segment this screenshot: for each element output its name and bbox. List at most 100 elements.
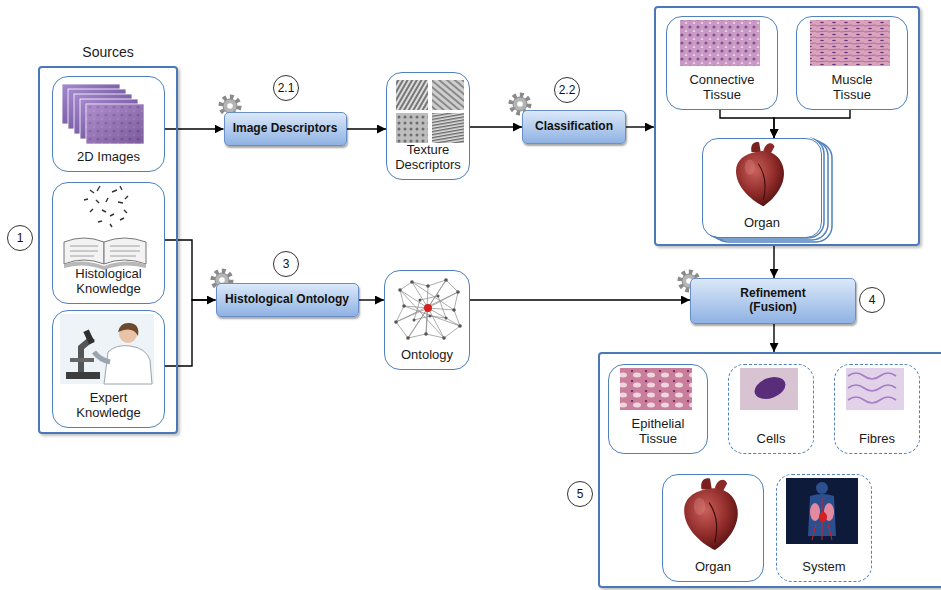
texture-patches: [396, 80, 428, 110]
tissue-micrograph: [846, 368, 904, 410]
scientist-picture: [66, 372, 100, 379]
group-frame: Sources2D ImagesHistological KnowledgeEx…: [38, 66, 178, 434]
image-card: Muscle Tissue: [796, 16, 908, 110]
scientist-picture: [83, 329, 94, 344]
tissue-micrograph: [740, 368, 798, 410]
ontology-graph: [398, 288, 402, 292]
ontology-graph: [394, 278, 462, 340]
node-label: Fibres: [841, 432, 913, 447]
ontology-graph: [402, 304, 406, 308]
callout-number: 1: [7, 225, 33, 251]
ontology-graph: [445, 317, 448, 320]
ontology-graph: [396, 280, 460, 338]
slide-stack: [86, 104, 144, 144]
image-card: Texture Descriptors: [386, 72, 470, 180]
ontology-graph: [458, 324, 462, 328]
image-card: Histological Knowledge: [52, 182, 165, 304]
ontology-graph: [429, 315, 432, 318]
flow-arrow: [470, 126, 522, 127]
node-label: Organ: [669, 560, 757, 575]
heart-picture: [736, 142, 784, 206]
heart-picture: [684, 142, 784, 550]
flow-arrow: [773, 324, 774, 352]
node-label: Histological Knowledge: [59, 267, 158, 297]
callout-number: 4: [859, 287, 885, 313]
image-card: Fibres: [834, 364, 920, 454]
node-label: Refinement (Fusion): [727, 287, 819, 315]
tissue-micrograph: [680, 20, 760, 66]
group-frame: Epithelial TissueCellsFibresOrganSystem: [598, 352, 941, 588]
ontology-graph: [396, 280, 460, 338]
node-label: Expert Knowledge: [59, 391, 158, 421]
ontology-graph: [410, 280, 414, 284]
ontology-graph: [419, 299, 422, 302]
slide-stack: [62, 84, 144, 144]
process-box: Classification: [522, 110, 626, 144]
organ-stack: [700, 136, 820, 236]
tissue-micrograph: [848, 373, 896, 403]
scientist-picture: [60, 314, 154, 384]
flow-arrow: [165, 300, 216, 366]
flow-arrow: [774, 110, 850, 138]
node-label: Histological Ontology: [225, 293, 349, 307]
process-box: Image Descriptors: [224, 112, 347, 146]
callout-number: 2.1: [273, 75, 299, 101]
ontology-graph: [394, 278, 462, 340]
tissue-micrograph: [810, 20, 890, 66]
book-picture: [64, 186, 146, 270]
node-label: Muscle Tissue: [817, 73, 887, 103]
tissue-micrograph: [752, 373, 789, 403]
node-label: Connective Tissue: [687, 73, 757, 103]
slide-stack: [86, 104, 144, 144]
system-picture: [812, 498, 832, 540]
image-card: Organ: [662, 474, 764, 582]
system-picture: [786, 478, 858, 544]
callout-number: 2.2: [554, 77, 580, 103]
gear-icon: [213, 95, 698, 290]
node-label: Cells: [735, 432, 807, 447]
callout-number: 5: [567, 481, 593, 507]
group-frame: Connective Tissue Muscle TissueOrgan: [654, 6, 920, 246]
system-picture: [810, 503, 820, 521]
scientist-picture: [70, 358, 94, 362]
image-card: Expert Knowledge: [52, 310, 165, 428]
group-heading: Sources: [40, 44, 176, 60]
scientist-picture: [104, 346, 152, 384]
image-card: Epithelial Tissue: [608, 364, 708, 454]
process-box: Histological Ontology: [216, 283, 359, 317]
texture-patches: [396, 80, 464, 143]
flow-arrow: [773, 246, 774, 278]
ontology-graph: [424, 304, 432, 312]
connector-group: [165, 110, 850, 366]
texture-patches: [432, 113, 464, 143]
image-card: Organ: [702, 138, 822, 238]
node-label: Image Descriptors: [233, 122, 338, 136]
book-picture: [70, 246, 140, 256]
node-label: 2D Images: [59, 150, 158, 165]
organ-stack: [700, 136, 832, 242]
ontology-graph: [456, 290, 460, 294]
tissue-micrograph: [620, 368, 692, 410]
ontology-graph: [396, 280, 460, 338]
book-picture: [84, 186, 128, 227]
system-picture: [786, 478, 858, 544]
texture-patches: [396, 113, 428, 143]
scientist-picture: [118, 323, 138, 336]
flow-arrow: [720, 110, 774, 138]
image-card: Cells: [728, 364, 814, 454]
node-label: Classification: [535, 120, 613, 134]
scientist-picture: [94, 352, 110, 362]
process-box: Refinement (Fusion): [690, 278, 856, 324]
ontology-graph: [426, 284, 430, 288]
flow-arrow: [626, 126, 654, 127]
image-card: Connective Tissue: [666, 16, 778, 110]
system-picture: [819, 512, 827, 522]
system-picture: [816, 482, 828, 494]
node-label: Organ: [709, 216, 815, 231]
node-label: Ontology: [391, 348, 463, 363]
ontology-graph: [452, 308, 456, 312]
scientist-picture: [60, 314, 154, 384]
ontology-graph: [413, 319, 416, 322]
flow-arrow: [359, 299, 385, 300]
